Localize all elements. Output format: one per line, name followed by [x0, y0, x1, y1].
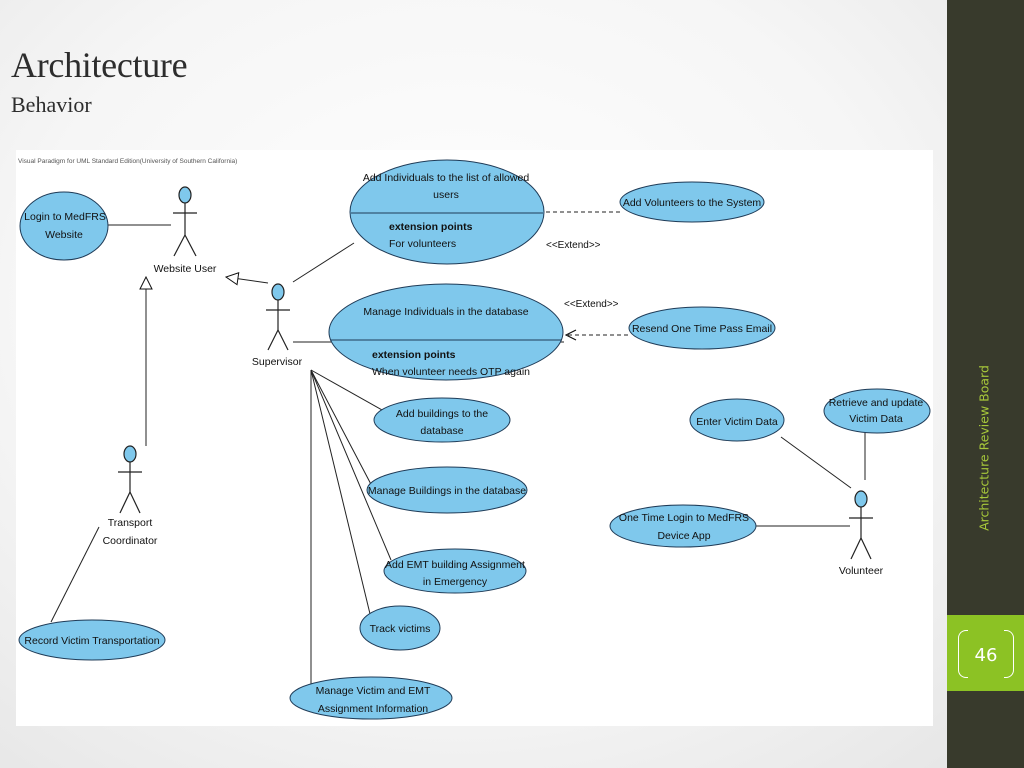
assoc-transport-record [50, 526, 100, 623]
usecase-resend-otp-label: Resend One Time Pass Email [632, 323, 772, 335]
usecase-manage-buildings [366, 466, 528, 514]
usecase-manage-victim-line1: Manage Victim and EMT [316, 685, 431, 697]
usecase-login [19, 191, 109, 261]
assoc-supervisor-addindividuals [292, 242, 355, 283]
assoc-supervisor-managebuildings [310, 369, 375, 491]
usecase-record-transport-label: Record Victim Transportation [24, 635, 159, 647]
extension-point-for-volunteers: For volunteers [389, 238, 456, 250]
usecase-add-emt-line1: Add EMT building Assignment [385, 559, 525, 571]
usecase-add-volunteers-label: Add Volunteers to the System [623, 197, 762, 209]
usecase-manage-individuals [328, 283, 564, 381]
extend-label-1: <<Extend>> [546, 240, 601, 251]
diagram-watermark: Visual Paradigm for UML Standard Edition… [18, 158, 237, 165]
page-bracket-left [958, 630, 968, 678]
usecase-add-emt-line2: in Emergency [423, 576, 488, 588]
slide-subtitle: Behavior [11, 92, 92, 117]
usecase-retrieve-line2: Victim Data [849, 413, 903, 425]
usecase-add-emt [383, 548, 527, 594]
usecase-add-individuals-line2: users [433, 189, 459, 201]
actor-website-user-label: Website User [154, 263, 217, 275]
extension-points-title-2: extension points [372, 349, 456, 361]
assoc-supervisor-trackvictims [310, 369, 372, 619]
usecase-manage-victim-line2: Assignment Information [318, 703, 428, 715]
usecase-track-victims [359, 605, 441, 651]
usecase-enter-victim-label: Enter Victim Data [696, 416, 778, 428]
usecase-login-line2: Website [45, 229, 83, 241]
actor-supervisor-label: Supervisor [252, 356, 303, 368]
usecase-one-time-login [609, 504, 757, 548]
actor-transport-coordinator [118, 445, 142, 514]
actor-transport-label-line1: Transport [108, 517, 153, 529]
side-label-text: Architecture Review Board [976, 365, 992, 531]
slide-title: Architecture [11, 45, 188, 85]
extension-points-title-1: extension points [389, 221, 473, 233]
page-number-box [947, 615, 1024, 691]
usecase-login-line1: Login to MedFRS [24, 211, 106, 223]
extension-point-otp-again: When volunteer needs OTP again [372, 366, 530, 378]
page-number: 46 [974, 644, 998, 666]
assoc-volunteer-entervictim [780, 436, 852, 489]
actor-supervisor [266, 283, 290, 351]
usecase-add-individuals-line1: Add Individuals to the list of allowed [363, 172, 530, 184]
actor-volunteer [849, 490, 873, 560]
usecase-add-volunteers [619, 181, 765, 223]
usecase-resend-otp [628, 306, 776, 350]
usecase-add-buildings-line1: Add buildings to the [396, 408, 488, 420]
use-case-diagram: Visual Paradigm for UML Standard Edition… [16, 150, 933, 726]
usecase-enter-victim [689, 398, 785, 442]
actor-volunteer-label: Volunteer [839, 565, 884, 577]
assoc-supervisor-addbuildings [310, 369, 383, 411]
usecase-manage-buildings-label: Manage Buildings in the database [368, 485, 526, 497]
actor-transport-label-line2: Coordinator [103, 535, 158, 547]
usecase-add-buildings [373, 397, 511, 443]
usecase-retrieve-victim [823, 388, 931, 434]
actor-website-user [173, 186, 197, 257]
usecase-add-buildings-line2: database [420, 425, 463, 437]
usecase-add-individuals [349, 159, 545, 265]
usecase-otl-line1: One Time Login to MedFRS [619, 512, 749, 524]
usecase-manage-victim [289, 676, 453, 720]
usecase-track-victims-label: Track victims [370, 623, 431, 635]
usecase-retrieve-line1: Retrieve and update [829, 397, 924, 409]
generalization-supervisor-websiteuser [226, 277, 269, 283]
usecase-manage-individuals-label: Manage Individuals in the database [363, 306, 528, 318]
assoc-supervisor-addemt [310, 369, 392, 561]
usecase-record-transport [18, 619, 166, 661]
extend-label-2: <<Extend>> [564, 299, 619, 310]
usecase-otl-line2: Device App [657, 530, 710, 542]
